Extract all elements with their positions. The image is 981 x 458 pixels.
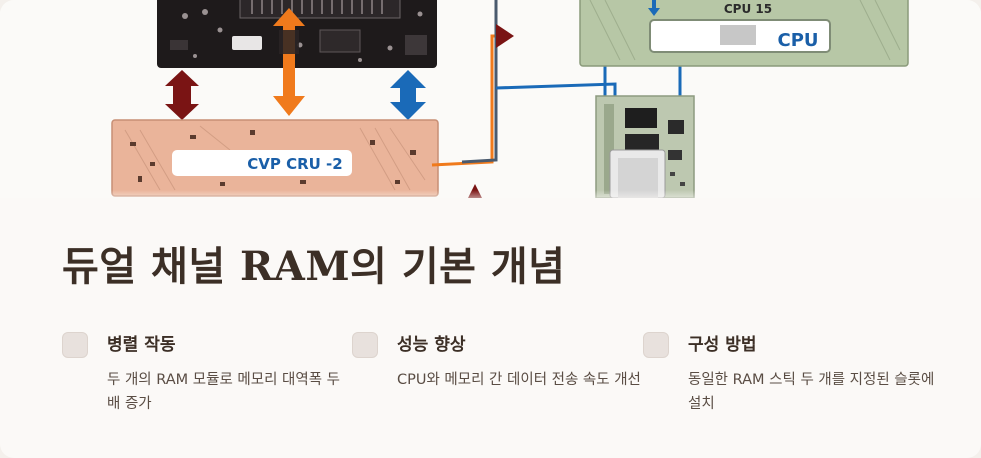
feature-checkbox[interactable] (643, 332, 669, 358)
feature-description: 두 개의 RAM 모듈로 메모리 대역폭 두 배 증가 (107, 372, 340, 412)
dark-red-bidirectional-arrow (165, 70, 199, 120)
blue-bidirectional-arrow (390, 70, 426, 120)
small-memory-module (595, 95, 695, 198)
feature-checkbox[interactable] (352, 332, 378, 358)
dark-red-arrowhead-right (496, 24, 514, 48)
ram-label-cvp: CVP CRU -2 (247, 155, 342, 173)
cpu-15-label: CPU 15 (724, 2, 772, 16)
feature-title: 성능 향상 (397, 335, 466, 355)
cpu-label: CPU (777, 30, 818, 51)
feature-description: CPU와 메모리 간 데이터 전송 속도 개선 (397, 372, 641, 388)
feature-title: 구성 방법 (688, 335, 757, 355)
feature-description: 동일한 RAM 스틱 두 개를 지정된 슬롯에 설치 (688, 372, 935, 412)
hero-illustration: CVP CRU -2 (0, 0, 981, 198)
feature-checkbox[interactable] (62, 332, 88, 358)
orange-bidirectional-arrow (273, 8, 305, 116)
hero-fade (0, 190, 981, 206)
cpu-module: CPU CPU 15 (579, 0, 909, 67)
ram-module-cvp: CVP CRU -2 (111, 119, 439, 197)
hardware-diagram: CVP CRU -2 (111, 0, 909, 198)
feature-title: 병렬 작동 (107, 335, 176, 355)
page-title: 듀얼 채널 RAM의 기본 개념 (62, 243, 566, 290)
